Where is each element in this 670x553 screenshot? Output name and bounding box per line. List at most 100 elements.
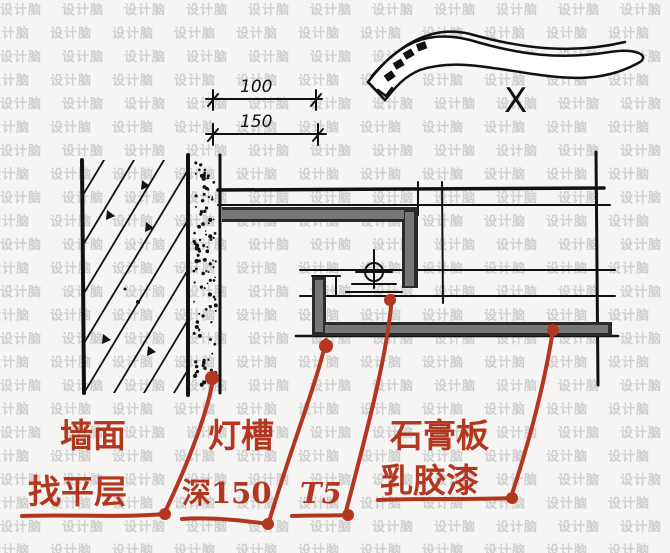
watermark-text: 设计脑 [422, 167, 464, 183]
watermark-text: 设计脑 [484, 26, 526, 42]
leveling-dot [212, 259, 214, 262]
watermark-text: 设计脑 [248, 378, 290, 394]
leveling-dot [199, 212, 203, 216]
watermark-text: 设计脑 [372, 519, 414, 535]
watermark-text: 设计脑 [186, 284, 228, 300]
watermark-text: 设计脑 [0, 96, 42, 112]
watermark-text: 设计脑 [236, 120, 278, 136]
watermark-text: 设计脑 [360, 26, 402, 42]
watermark-text: 设计脑 [236, 496, 278, 512]
watermark-text: 设计脑 [124, 472, 166, 488]
leveling-dot [193, 281, 196, 284]
watermark-text: 设计脑 [484, 308, 526, 324]
watermark-text: 设计脑 [484, 402, 526, 418]
watermark-text: 设计脑 [0, 519, 42, 535]
watermark-text: 设计脑 [112, 214, 154, 230]
watermark-text: 设计脑 [360, 120, 402, 136]
watermark-text: 设计脑 [546, 120, 588, 136]
watermark-text: 设计脑 [496, 284, 538, 300]
watermark-text: 设计脑 [422, 73, 464, 89]
watermark-text: 设计脑 [124, 519, 166, 535]
leveling-dot [200, 163, 203, 166]
cross-mark: X [504, 81, 527, 121]
leveling-dot [194, 325, 199, 330]
hatch-line [143, 160, 190, 393]
watermark-text: 设计脑 [174, 308, 216, 324]
watermark-text: 设计脑 [124, 331, 166, 347]
watermark-text: 设计脑 [236, 26, 278, 42]
watermark-text: 设计脑 [50, 214, 92, 230]
watermark-text: 设计脑 [434, 96, 476, 112]
hatch-line [84, 160, 165, 393]
watermark-text: 设计脑 [62, 49, 104, 65]
watermark-text: 设计脑 [248, 190, 290, 206]
leveling-dot [199, 382, 204, 387]
hatch-line [84, 160, 190, 393]
watermark-text: 设计脑 [174, 261, 216, 277]
leveling-dot [195, 320, 200, 324]
leveling-dot [208, 262, 212, 266]
watermark-text: 设计脑 [0, 543, 30, 553]
leveling-dot [214, 276, 216, 279]
watermark-text: 设计脑 [174, 449, 216, 465]
watermark-text: 设计脑 [236, 308, 278, 324]
wall-section [80, 153, 190, 397]
leveling-dot [202, 243, 206, 248]
watermark-text: 设计脑 [422, 120, 464, 136]
watermark-text: 设计脑 [236, 167, 278, 183]
watermark-text: 设计脑 [620, 190, 662, 206]
watermark-text: 设计脑 [124, 2, 166, 18]
watermark-text: 设计脑 [496, 96, 538, 112]
watermark-text: 设计脑 [124, 425, 166, 441]
watermark-text: 设计脑 [422, 355, 464, 371]
watermark-text: 设计脑 [298, 543, 340, 553]
watermark-text: 设计脑 [124, 49, 166, 65]
leveling-dot [194, 258, 199, 264]
leveling-dot [193, 300, 196, 303]
leveling-dot [205, 186, 209, 191]
label-slot-line2: 深150 [182, 476, 272, 510]
watermark-text: 设计脑 [0, 2, 42, 18]
label-lamp: T5 [300, 476, 342, 510]
watermark-text: 设计脑 [0, 472, 42, 488]
leveling-dot [205, 269, 208, 273]
watermark-text: 设计脑 [484, 167, 526, 183]
leveling-dot [192, 332, 196, 335]
watermark-text: 设计脑 [124, 96, 166, 112]
watermark-text: 设计脑 [608, 167, 650, 183]
leveling-dot [209, 338, 213, 342]
watermark-text: 设计脑 [50, 73, 92, 89]
watermark-text: 设计脑 [558, 378, 600, 394]
leveling-dot [203, 287, 206, 290]
watermark-text: 设计脑 [484, 261, 526, 277]
watermark-text: 设计脑 [360, 543, 402, 553]
watermark-text: 设计脑 [558, 2, 600, 18]
watermark-text: 设计脑 [434, 190, 476, 206]
watermark-text: 设计脑 [50, 355, 92, 371]
watermark-text: 设计脑 [62, 143, 104, 159]
watermark-text: 设计脑 [236, 73, 278, 89]
leveling-dot [199, 285, 203, 289]
leveling-dot [211, 196, 214, 198]
watermark-text: 设计脑 [298, 26, 340, 42]
watermark-text: 设计脑 [620, 284, 662, 300]
label-board-line2: 乳胶漆 [380, 461, 479, 500]
watermark-text: 设计脑 [62, 472, 104, 488]
watermark-text: 设计脑 [434, 237, 476, 253]
leveling-dot [199, 209, 204, 214]
leveling-dot [197, 328, 201, 331]
watermark-text: 设计脑 [372, 378, 414, 394]
watermark-text: 设计脑 [186, 472, 228, 488]
leveling-dot [207, 292, 213, 297]
watermark-text: 设计脑 [0, 73, 30, 89]
watermark-text: 设计脑 [124, 143, 166, 159]
watermark-text: 设计脑 [50, 26, 92, 42]
watermark-text: 设计脑 [434, 284, 476, 300]
leveling-dot [208, 234, 213, 239]
label-board-line1: 石膏板 [389, 416, 489, 455]
watermark-text: 设计脑 [558, 190, 600, 206]
leveling-dot [194, 364, 199, 369]
watermark-text: 设计脑 [298, 73, 340, 89]
watermark-text: 设计脑 [310, 2, 352, 18]
